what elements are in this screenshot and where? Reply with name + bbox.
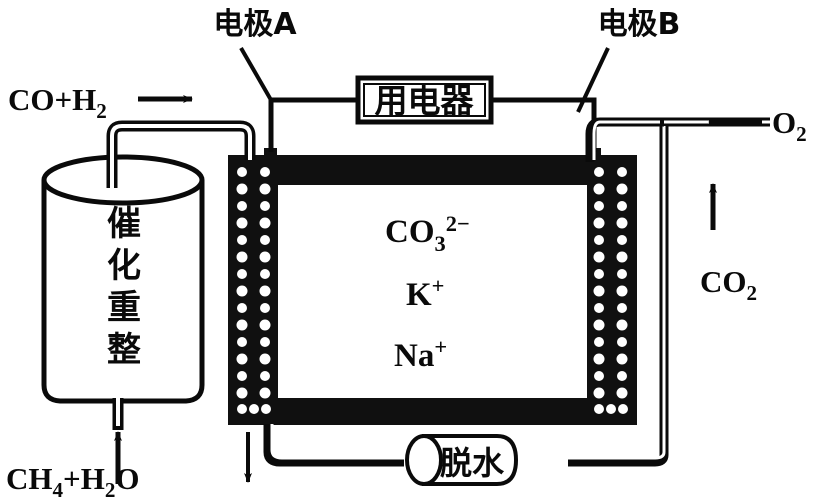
ion-potassium: K+ [406,273,444,313]
leader-line-electrode-a [239,47,273,101]
label-leader-lines [239,47,610,113]
syngas-inlet-label: CO+H2 [8,82,107,123]
wire-electrode-a-to-load [268,97,360,152]
ion-carbonate: CO32− [385,211,470,256]
oxygen-inlet-group: O2 [708,105,807,146]
load-device-box[interactable]: 用电器 [355,75,494,125]
ion-carbonate-sub: 3 [435,231,446,256]
ion-potassium-sup: + [432,273,445,298]
electrode-b-pores [593,167,628,414]
electrolyte-species: CO32− K+ Na+ [385,211,470,374]
reformer-label-line-2: 化 [107,246,141,286]
oxygen-formula-main: O [772,105,796,140]
feed-sub2: 2 [105,478,116,500]
oxygen-formula-sub: 2 [796,122,807,146]
electrode-b[interactable] [587,148,633,420]
co2-recycle-group: CO2 [700,183,757,305]
load-device-label: 用电器 [375,81,475,120]
ion-carbonate-sup: 2− [446,211,470,236]
reformer-label-line-3: 重 [107,288,141,328]
ion-carbonate-main: CO [385,214,435,250]
feed-part3: O [115,461,139,496]
dehydrator-unit[interactable]: 脱水 [405,434,519,486]
feed-plus: +H [63,461,105,496]
dehydrator-label: 脱水 [440,444,505,482]
syngas-inlet-group: CO+H2 [8,82,193,123]
reformer-label-line-4: 整 [107,330,141,370]
ion-sodium-main: Na [394,338,434,374]
load-device-inner-border [363,83,486,117]
syngas-formula-sub: 2 [96,99,107,123]
pipe-reformer-to-electrode-a [106,120,256,188]
leader-line-electrode-b [576,47,610,113]
ion-sodium: Na+ [394,334,447,374]
feed-part1: CH [6,461,53,496]
feed-inlet-label: CH4+H2O [6,461,140,500]
pipe-electrode-a-to-dehydrator [263,424,404,467]
ion-potassium-main: K [406,277,432,313]
catalytic-reformer[interactable]: 催 化 重 整 [41,154,205,404]
reformer-top-ellipse [41,154,205,206]
electrode-b-label: 电极B [598,7,681,42]
electrode-a-label: 电极A [213,7,297,42]
co2-formula-main: CO [700,264,747,299]
dehydrator-left-cap [405,434,443,486]
feed-sub1: 4 [53,478,64,500]
feed-inlet-group: CH4+H2O [6,431,140,500]
electrode-a[interactable] [232,148,278,420]
co2-formula-sub: 2 [747,281,758,305]
dehydrator-body [422,434,519,486]
reformer-label-line-1: 催 [107,204,141,244]
electrode-a-terminal [264,148,277,162]
electrode-a-pores [236,167,271,414]
co2-recycle-label: CO2 [700,264,757,305]
syngas-formula-main: CO+H [8,82,96,117]
ion-sodium-sup: + [434,334,447,359]
oxygen-inlet-label: O2 [772,105,807,146]
